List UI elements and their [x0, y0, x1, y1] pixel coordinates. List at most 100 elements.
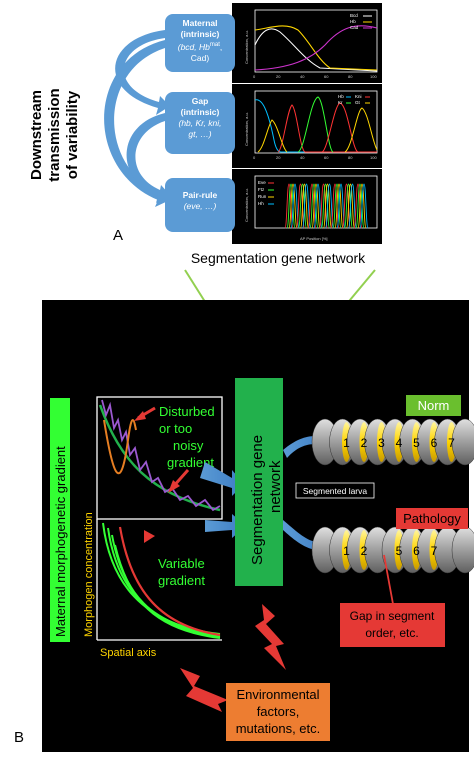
plot1-legend: Bcd Hb Cad	[350, 13, 372, 30]
tier-maternal-title: Maternal	[182, 18, 218, 28]
downstream-title: Downstream transmission of variability	[28, 65, 82, 205]
pairrule-stripe	[296, 183, 305, 229]
pairrule-stripe	[298, 183, 307, 229]
legend-eve: Eve	[258, 180, 266, 185]
segment-number: 2	[361, 544, 368, 558]
gap-pointer	[383, 554, 394, 605]
tier-pairrule-title: Pair-rule	[182, 190, 218, 200]
maternal-gradient-box	[50, 398, 70, 642]
segment-number: 5	[413, 436, 420, 450]
downstream-arrows	[104, 30, 170, 207]
x-tick: 60	[324, 155, 329, 160]
pairrule-stripe	[311, 183, 321, 229]
pairrule-stripe	[357, 183, 367, 229]
variable-label: Variable gradient	[158, 556, 205, 588]
tier-gap-box: Gap (intrinsic) (hb, Kr, kni, gt, …)	[165, 92, 235, 154]
env-factors-box	[226, 683, 330, 741]
legend-ftz: Ftz	[258, 187, 265, 192]
pairrule-stripe	[319, 183, 328, 229]
x-tick: 100	[370, 155, 377, 160]
tier-pairrule-box: Pair-rule (eve, …)	[165, 178, 235, 232]
variable-gradient-plot	[96, 519, 222, 641]
segmented-larva-box	[295, 482, 375, 499]
segment-number: 6	[413, 544, 420, 558]
downstream-line-1: Downstream	[28, 89, 45, 181]
pairrule-stripe	[321, 183, 330, 229]
segment-number: 1	[343, 436, 350, 450]
tier-maternal-sub: (intrinsic)	[180, 29, 220, 39]
network-box	[235, 378, 283, 586]
downstream-line-2: transmission	[46, 88, 63, 182]
gap-line-2: order, etc.	[365, 626, 418, 640]
tier-pairrule-genes: (eve, …)	[183, 201, 217, 211]
pairrule-stripe	[309, 183, 319, 229]
segment-number: 7	[448, 436, 455, 450]
noisy-gradient-plot	[96, 396, 223, 520]
pairrule-stripe	[359, 183, 369, 229]
plot2-legend: Hb Kr Kni Gt	[338, 94, 370, 105]
pairrule-stripe	[342, 183, 351, 229]
pairrule-stripe	[353, 183, 363, 229]
gap-label: Gap in segment order, etc.	[350, 609, 435, 640]
network-caption: Segmentation gene network	[191, 250, 366, 266]
segment-number: 3	[378, 436, 385, 450]
disturbed-line-4: gradient	[167, 455, 214, 470]
legend-run: Run	[258, 194, 267, 199]
plot2-xticks: 0 20 40 60 80 100	[253, 155, 377, 160]
panel-b-label: B	[14, 729, 24, 746]
disturbed-line-2: or too	[159, 421, 192, 436]
norm-label: Norm	[418, 398, 450, 413]
network-label: Segmentation gene network	[249, 435, 284, 565]
disturbed-line-1: Disturbed	[159, 404, 215, 419]
spatial-axis-label: Spatial axis	[100, 647, 157, 659]
plot-pairrule-bg	[232, 169, 382, 244]
plot-gap: Concentration, a.u.	[244, 90, 378, 154]
downstream-line-3: of variability	[64, 90, 81, 180]
segment-number: 1	[343, 544, 350, 558]
arrow-to-network-top	[200, 462, 244, 496]
tier-gap-sub: (intrinsic)	[180, 107, 220, 117]
legend-bcd: Bcd	[350, 13, 358, 18]
segment-number: 4	[396, 436, 403, 450]
variable-line-2: gradient	[158, 573, 205, 588]
x-tick: 40	[300, 74, 305, 79]
plot1-ylabel: Concentration, a.u.	[244, 30, 249, 64]
pairrule-stripe	[346, 183, 355, 229]
legend-kni: Kni	[355, 94, 362, 99]
plot1-xticks: 0 20 40 60 80 100	[253, 74, 377, 79]
x-tick: 20	[276, 74, 281, 79]
pathology-label: Pathology	[403, 511, 461, 526]
panel-a-label: A	[113, 227, 123, 244]
lightning-bolt-right	[255, 604, 286, 670]
x-tick: 0	[253, 74, 256, 79]
x-tick: 40	[300, 155, 305, 160]
pairrule-stripe	[286, 183, 296, 229]
x-tick: 0	[253, 155, 256, 160]
norm-label-box	[406, 395, 461, 416]
legend-hb: Hb	[338, 94, 344, 99]
x-tick: 60	[324, 74, 329, 79]
env-line-2: factors,	[257, 704, 300, 719]
disturbed-line-3: noisy	[173, 438, 204, 453]
pairrule-stripe	[332, 183, 342, 229]
pairrule-stripe	[355, 183, 365, 229]
plot-pairrule: Concentration, a.u. AP Position [%]	[244, 175, 378, 241]
tier-maternal-genes-2: Cad)	[190, 52, 210, 63]
pairrule-stripe	[288, 183, 298, 229]
legend-hb: Hb	[350, 19, 356, 24]
plot-maternal: Concentration, a.u.	[244, 9, 378, 73]
segment-number: 5	[396, 544, 403, 558]
x-tick: 80	[348, 155, 353, 160]
plot2-ylabel: Concentration, a.u.	[244, 112, 249, 146]
pairrule-stripe	[300, 183, 309, 229]
segmented-larva-label: Segmented larva	[303, 486, 368, 496]
segment-number: 2	[361, 436, 368, 450]
pairrule-stripe	[330, 183, 340, 229]
pairrule-stripe	[334, 183, 344, 229]
plot3-legend: Eve Ftz Run Hh	[258, 180, 274, 206]
legend-kr: Kr	[338, 100, 343, 105]
legend-gt: Gt	[355, 100, 361, 105]
